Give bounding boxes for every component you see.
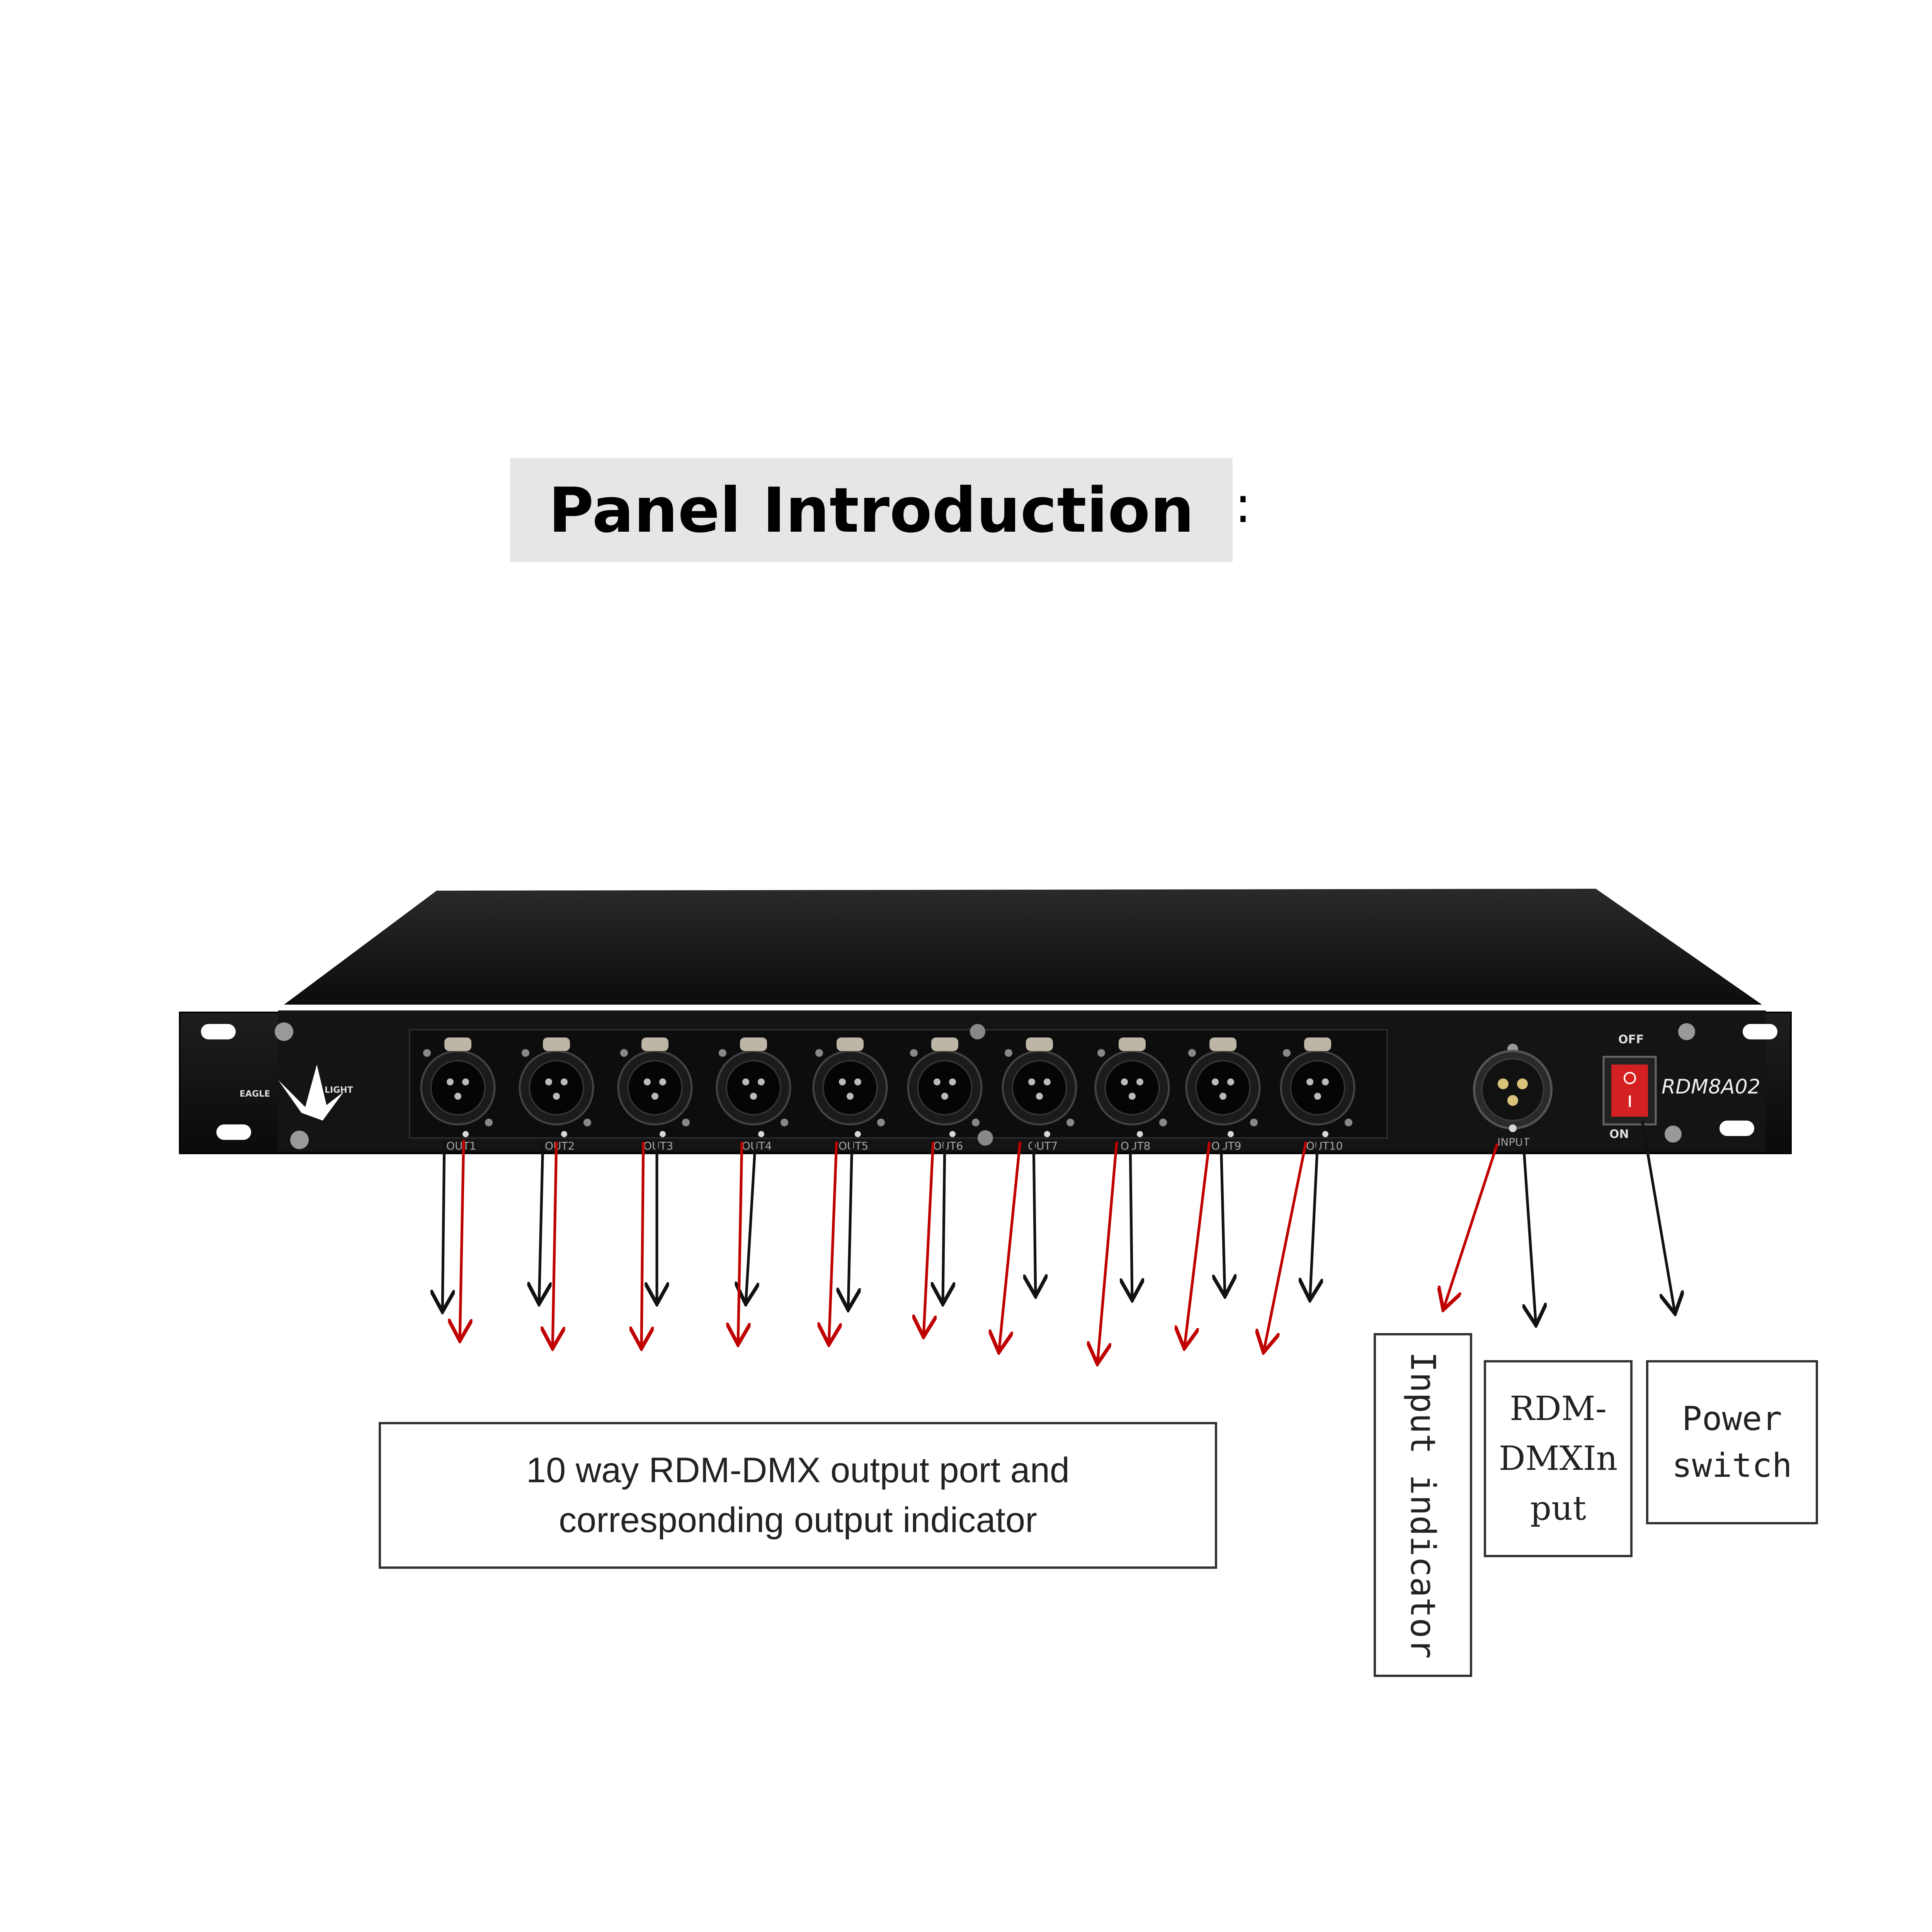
arrow-indicator — [999, 1141, 1022, 1352]
arrow-port — [1310, 1141, 1318, 1300]
ear-slot-left-bottom — [216, 1124, 251, 1140]
input-indicator-led — [1509, 1124, 1517, 1132]
arrow-port — [442, 1139, 444, 1312]
output-port-label: OUT2 — [545, 1139, 575, 1152]
output-indicator-led — [1044, 1131, 1050, 1137]
logo-text-right: LIGHT — [325, 1085, 353, 1095]
screw-icon — [1665, 1126, 1682, 1143]
arrow-port — [1130, 1141, 1132, 1300]
power-label-line1: Power — [1682, 1400, 1782, 1439]
output-port[interactable]: OUT3 — [617, 1037, 693, 1152]
ear-slot-right-bottom — [1719, 1121, 1754, 1136]
arrow-indicator — [738, 1141, 742, 1345]
input-indicator-label-box: Input indicator — [1374, 1333, 1472, 1677]
input-indicator-label: Input indicator — [1403, 1351, 1443, 1659]
output-indicator-led — [561, 1131, 567, 1137]
output-port[interactable]: OUT6 — [907, 1037, 983, 1152]
output-indicator-led — [1322, 1131, 1328, 1137]
arrow-port — [1641, 1120, 1675, 1314]
arrow-indicator — [1097, 1141, 1118, 1364]
outputs-label-line1: 10 way RDM-DMX output port and — [526, 1451, 1070, 1490]
power-switch-label-box: Power switch — [1646, 1360, 1818, 1524]
output-port[interactable]: OUT5 — [812, 1037, 888, 1152]
ear-slot-left-top — [201, 1024, 236, 1039]
arrow-indicator — [553, 1141, 556, 1349]
panel-top — [284, 889, 1762, 1005]
arrow-indicator — [641, 1141, 643, 1349]
output-indicator-led — [660, 1131, 666, 1137]
arrow-port — [539, 1141, 543, 1304]
arrow-indicator — [460, 1139, 464, 1341]
rdm-dmx-input-label-box: RDM- DMXIn put — [1484, 1360, 1633, 1557]
output-port-label: OUT3 — [643, 1139, 673, 1152]
arrow-port — [1034, 1141, 1036, 1296]
arrow-port — [746, 1141, 755, 1304]
output-port[interactable]: OUT2 — [519, 1037, 594, 1152]
port-arrows-black — [442, 1120, 1675, 1325]
output-port-label: OUT10 — [1306, 1139, 1343, 1152]
arrow-indicator — [1443, 1143, 1499, 1310]
output-port[interactable]: OUT4 — [716, 1037, 791, 1152]
output-port[interactable]: OUT1 — [420, 1037, 496, 1152]
output-port-label: OUT5 — [838, 1139, 868, 1152]
arrow-indicator — [829, 1141, 837, 1345]
rdm-label-line1: RDM- — [1510, 1389, 1607, 1428]
screw-icon — [1678, 1023, 1695, 1040]
power-switch[interactable]: OFF ON — [1602, 1033, 1657, 1141]
arrow-indicator — [923, 1141, 933, 1337]
output-port-label: OUT7 — [1028, 1139, 1058, 1152]
screw-icon — [290, 1131, 309, 1149]
output-port[interactable]: OUT7 — [1002, 1037, 1077, 1152]
title-background — [510, 458, 1233, 562]
input-port[interactable]: INPUT — [1473, 1044, 1553, 1148]
arrow-indicator — [1264, 1141, 1308, 1352]
switch-on-label: ON — [1609, 1128, 1629, 1141]
arrow-port — [1221, 1141, 1225, 1296]
screw-icon — [970, 1024, 985, 1039]
ear-slot-right-top — [1743, 1024, 1777, 1039]
arrow-indicator — [1184, 1141, 1211, 1349]
title-colon: : — [1235, 475, 1252, 534]
arrow-port — [848, 1141, 852, 1310]
output-port-label: OUT6 — [933, 1139, 963, 1152]
output-port[interactable]: OUT10 — [1280, 1037, 1355, 1152]
rdm-label-line2: DMXIn — [1498, 1439, 1618, 1478]
rdm-label-line3: put — [1530, 1489, 1586, 1528]
input-port-label: INPUT — [1497, 1136, 1530, 1148]
output-port[interactable]: OUT8 — [1094, 1037, 1170, 1152]
model-label: RDM8A02 — [1662, 1075, 1760, 1099]
indicator-arrows-red — [460, 1139, 1499, 1364]
output-port-label: OUT1 — [446, 1139, 476, 1152]
arrow-port — [943, 1141, 945, 1304]
output-indicator-led — [855, 1131, 861, 1137]
output-port-label: OUT8 — [1121, 1139, 1150, 1152]
eagle-logo-icon — [278, 1065, 344, 1121]
output-port-label: OUT4 — [742, 1139, 772, 1152]
outputs-label-box: 10 way RDM-DMX output port and correspon… — [379, 1422, 1217, 1569]
output-port-label: OUT9 — [1211, 1139, 1241, 1152]
arrow-port — [1521, 1128, 1536, 1325]
screw-icon — [275, 1022, 293, 1041]
output-indicator-led — [1137, 1131, 1143, 1137]
screw-icon — [978, 1130, 993, 1146]
outputs-label-line2: corresponding output indicator — [559, 1500, 1037, 1540]
output-indicator-led — [949, 1131, 956, 1137]
output-indicator-led — [1228, 1131, 1234, 1137]
output-port[interactable]: OUT9 — [1185, 1037, 1261, 1152]
logo-text-left: EAGLE — [240, 1089, 270, 1099]
switch-off-label: OFF — [1618, 1033, 1644, 1046]
power-label-line2: switch — [1672, 1446, 1792, 1485]
output-indicator-led — [758, 1131, 764, 1137]
output-indicator-led — [463, 1131, 469, 1137]
page-title: Panel Introduction — [548, 474, 1194, 546]
